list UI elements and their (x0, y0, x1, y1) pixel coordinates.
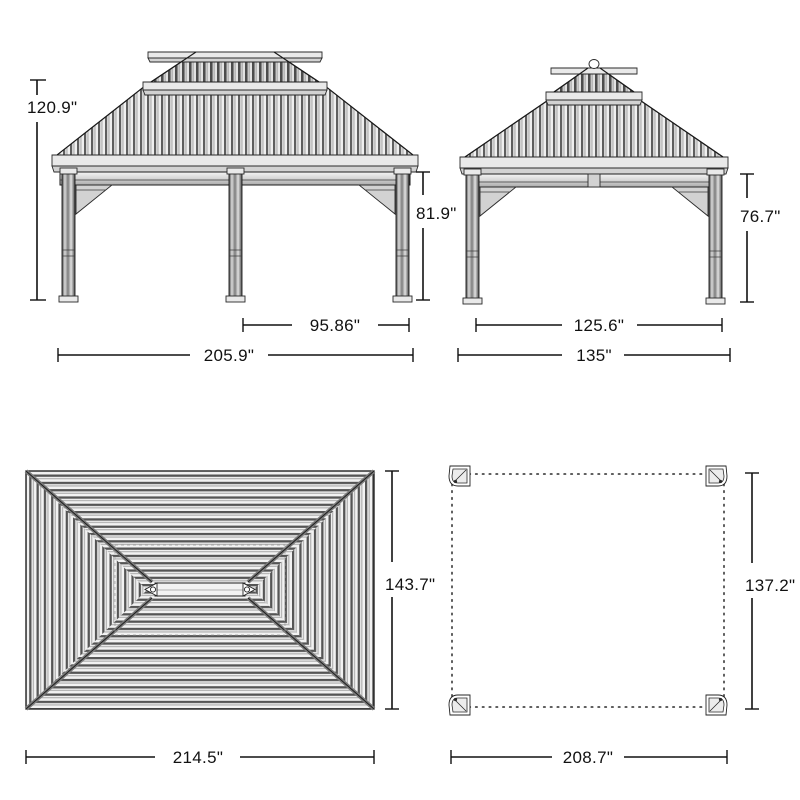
dim-front-post-height: 81.9" (416, 171, 457, 301)
dim-roof-plan-depth: 143.7" (385, 470, 435, 710)
dim-label-footprint-depth: 137.2" (745, 576, 795, 595)
front-post-center (225, 167, 246, 303)
footprint-corner-bottom-left (448, 694, 471, 716)
side-elevation-view: 76.7" 125.6" 135" (457, 59, 781, 365)
dim-label-side-overall-depth: 135" (576, 346, 612, 365)
side-lower-roof (459, 91, 729, 175)
dim-label-roof-plan-width: 214.5" (173, 748, 223, 767)
side-upper-roof (550, 59, 638, 93)
roof-plan-view: 143.7" 214.5" (24, 469, 435, 767)
front-corner-braces (75, 184, 396, 215)
dim-label-front-post-spacing: 95.86" (310, 316, 360, 335)
side-roof-mid-deck (545, 91, 643, 106)
roof-plan-ridge-beam (144, 582, 256, 597)
dim-roof-plan-width: 214.5" (25, 748, 375, 767)
side-post-left (462, 168, 483, 305)
front-upper-roof (147, 51, 323, 83)
front-post-left (58, 167, 79, 303)
dim-side-roof-width: 125.6" (475, 316, 723, 335)
front-post-right (392, 167, 413, 303)
footprint-corner-bottom-right (705, 694, 728, 716)
dim-front-overall-height: 120.9" (27, 79, 77, 301)
dim-label-front-overall-width: 205.9" (204, 346, 254, 365)
dim-label-roof-plan-depth: 143.7" (385, 575, 435, 594)
side-corner-braces (479, 186, 709, 217)
footprint-outline (451, 473, 725, 708)
dim-label-side-post-height: 76.7" (740, 207, 781, 226)
front-lower-roof (51, 81, 419, 173)
dim-label-footprint-width: 208.7" (563, 748, 613, 767)
dim-label-front-post-height: 81.9" (416, 204, 457, 223)
dim-footprint-depth: 137.2" (745, 472, 795, 710)
footprint-corner-top-right (705, 465, 728, 487)
side-header-beam (467, 173, 721, 188)
footprint-plan-view: 137.2" 208.7" (448, 465, 795, 767)
dim-side-overall-depth: 135" (457, 346, 731, 365)
dim-front-post-spacing: 95.86" (242, 316, 410, 335)
side-post-right (705, 168, 726, 305)
front-elevation-view: 120.9" 81.9" 95.86" (27, 51, 457, 365)
dim-front-overall-width: 205.9" (57, 346, 414, 365)
dim-footprint-width: 208.7" (450, 748, 728, 767)
footprint-corner-top-left (448, 465, 471, 487)
front-roof-mid-deck (142, 81, 328, 96)
dim-label-overall-height: 120.9" (27, 98, 77, 117)
roof-plan-hip-lines (24, 469, 376, 711)
roof-plan-upper-tier-outline (114, 544, 286, 636)
dim-side-post-height: 76.7" (740, 173, 781, 303)
dim-label-side-roof-width: 125.6" (574, 316, 624, 335)
